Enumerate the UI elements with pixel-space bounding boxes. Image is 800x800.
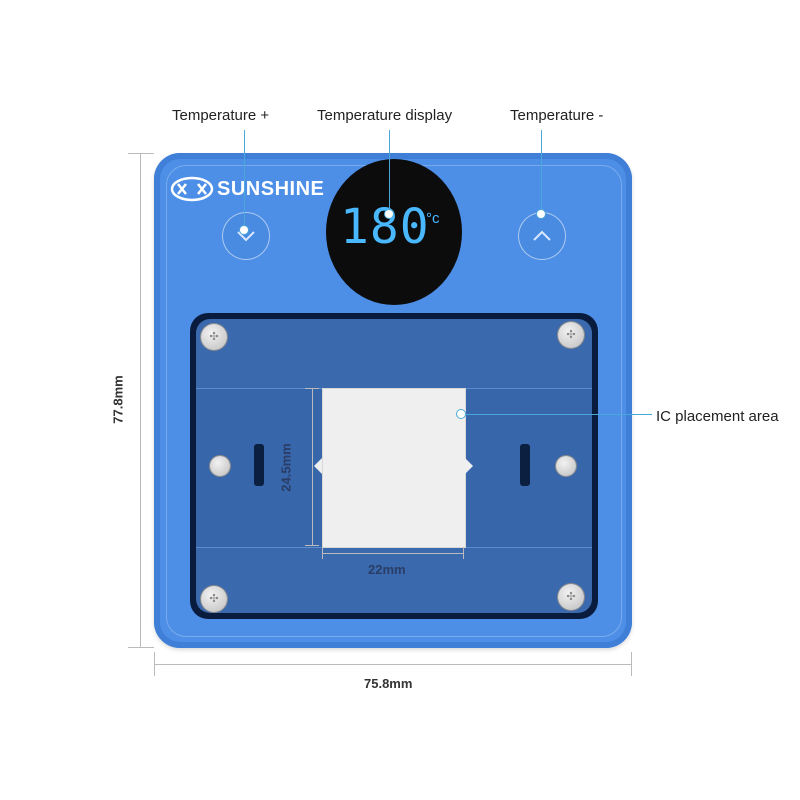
device-width-tick-right: [631, 652, 632, 676]
clamp-slot-left: [254, 444, 264, 486]
callout-dot-minus: [537, 210, 545, 218]
callout-dot-plus: [240, 226, 248, 234]
screw-middle-right: [556, 456, 576, 476]
screw-bottom-right: [558, 584, 584, 610]
screw-top-left: [201, 324, 227, 350]
temperature-minus-label: Temperature -: [510, 107, 604, 124]
chevron-up-icon: [533, 230, 551, 241]
callout-dot-ic: [457, 410, 465, 418]
device-width-label: 75.8mm: [364, 676, 413, 691]
temperature-plus-label: Temperature +: [172, 107, 270, 124]
chevron-down-icon: [237, 231, 255, 242]
brand-name: SUNSHINE: [217, 178, 325, 200]
clamp-slot-right: [520, 444, 530, 486]
temperature-display: [326, 159, 462, 305]
callout-line-minus: [541, 130, 542, 214]
device-height-line: [140, 153, 141, 648]
ic-height-tick-top: [305, 388, 319, 389]
device-width-line: [154, 664, 632, 665]
screw-top-right: [558, 322, 584, 348]
ic-height-label: 24.5mm: [278, 443, 294, 492]
temperature-display-label: Temperature display: [317, 107, 453, 124]
ic-width-tick-left: [322, 547, 323, 559]
callout-dot-display: [385, 210, 393, 218]
callout-line-display: [389, 130, 390, 214]
ic-notch-left: [314, 458, 322, 474]
ic-height-line: [312, 388, 313, 546]
ic-placement-label: IC placement area: [656, 408, 779, 425]
device-width-tick-left: [154, 652, 155, 676]
ic-width-label: 22mm: [368, 562, 406, 577]
callout-line-ic: [462, 414, 652, 415]
temperature-plus-button[interactable]: [222, 212, 270, 260]
screw-bottom-left: [201, 586, 227, 612]
temperature-value: 180: [340, 199, 430, 255]
ic-width-line: [322, 553, 464, 554]
ic-placement-area: [322, 388, 466, 548]
ic-notch-right: [465, 458, 473, 474]
temperature-minus-button[interactable]: [518, 212, 566, 260]
sunshine-logo-icon: [170, 176, 214, 202]
device-height-tick-bottom: [128, 647, 154, 648]
ic-height-tick-bottom: [305, 545, 319, 546]
device-height-tick-top: [128, 153, 154, 154]
temperature-unit: °c: [426, 210, 440, 227]
device-height-label: 77.8mm: [110, 375, 126, 424]
callout-line-plus: [244, 130, 245, 230]
screw-middle-left: [210, 456, 230, 476]
ic-width-tick-right: [463, 547, 464, 559]
